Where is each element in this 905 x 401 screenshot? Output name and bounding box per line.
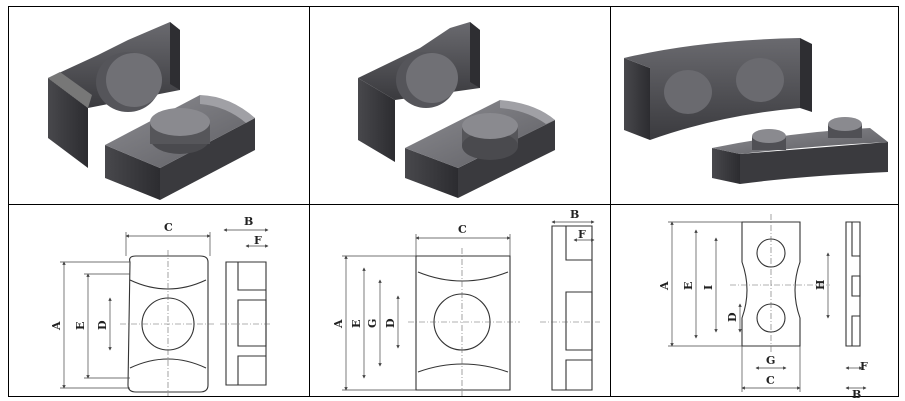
label-e: E bbox=[682, 282, 695, 290]
label-a: A bbox=[658, 281, 671, 291]
label-f: F bbox=[254, 234, 262, 247]
label-g: G bbox=[366, 319, 379, 328]
label-c: C bbox=[164, 221, 173, 234]
label-b: B bbox=[570, 208, 579, 221]
label-f: F bbox=[578, 228, 586, 241]
dimension-drawing-3: A E I H D G C F B bbox=[658, 214, 868, 401]
label-a: A bbox=[50, 321, 63, 331]
label-d: D bbox=[96, 320, 109, 330]
label-c: C bbox=[458, 223, 467, 236]
label-e: E bbox=[74, 322, 87, 330]
core-render-3 bbox=[624, 38, 888, 184]
label-f: F bbox=[860, 360, 868, 373]
label-d: D bbox=[726, 312, 739, 322]
label-d: D bbox=[384, 318, 397, 328]
label-c: C bbox=[766, 374, 775, 387]
dimension-drawing-2: C B F A E G D bbox=[332, 208, 600, 396]
label-b: B bbox=[852, 388, 861, 401]
label-i: I bbox=[702, 285, 715, 290]
core-render-1 bbox=[48, 22, 255, 200]
table-grid bbox=[8, 6, 899, 397]
dimension-drawing-1: C B F A E D bbox=[50, 215, 272, 396]
label-g: G bbox=[766, 354, 775, 367]
label-e: E bbox=[350, 320, 363, 328]
label-a: A bbox=[332, 319, 345, 329]
label-b: B bbox=[244, 215, 253, 228]
core-render-2 bbox=[358, 22, 555, 198]
label-h: H bbox=[814, 280, 827, 290]
